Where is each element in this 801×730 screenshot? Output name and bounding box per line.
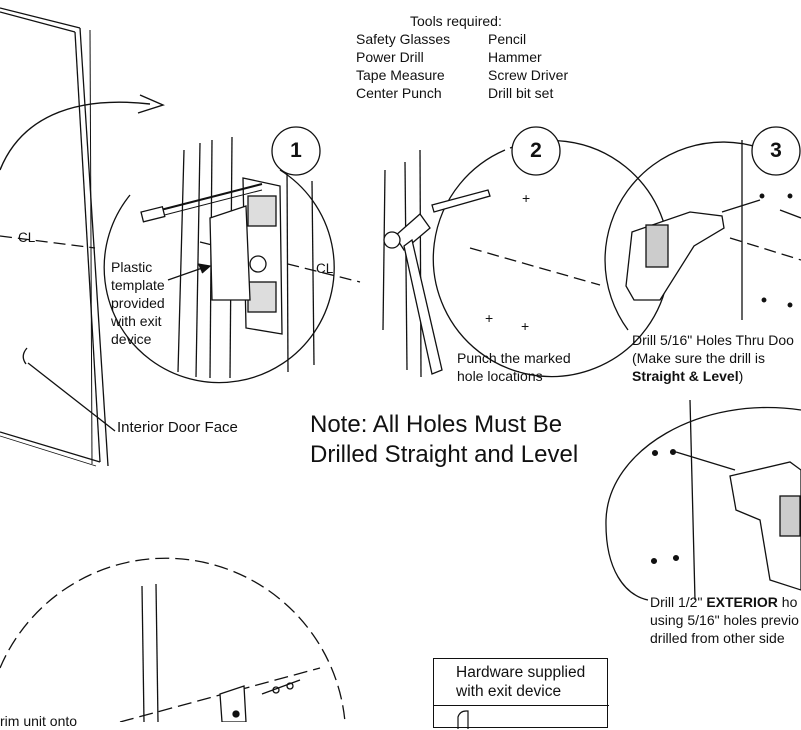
flow-arrow xyxy=(0,94,165,171)
step1-template-label: Plastic template provided with exit devi… xyxy=(111,259,165,347)
step3-detail xyxy=(604,140,801,331)
step4-drill-label: Drill 1/2" EXTERIOR ho using 5/16" holes… xyxy=(650,594,799,646)
step1-number: 1 xyxy=(290,139,302,162)
step2-number: 2 xyxy=(530,139,542,162)
hardware-box-label: Hardware supplied with exit device xyxy=(456,664,586,700)
tool-item: Pencil xyxy=(488,31,527,47)
step3-number: 3 xyxy=(770,139,782,162)
hardware-part-icon xyxy=(457,710,469,729)
step1-number-circle xyxy=(271,126,321,176)
step2-detail: + + + xyxy=(382,139,670,378)
step1-centerline-mark: CL xyxy=(316,261,334,276)
step2-number-circle xyxy=(511,126,561,176)
door-frame xyxy=(0,7,109,467)
step5-detail xyxy=(0,557,346,722)
hardware-box-divider xyxy=(434,705,609,706)
step1-detail xyxy=(103,136,361,384)
svg-text:+: + xyxy=(522,190,530,206)
svg-text:+: + xyxy=(485,310,493,326)
svg-text:+: + xyxy=(521,318,529,334)
hardware-box: Hardware supplied with exit device xyxy=(433,658,609,729)
tool-item: Drill bit set xyxy=(488,85,554,101)
step3-drill-label: Drill 5/16" Holes Thru Doo (Make sure th… xyxy=(632,332,794,384)
tool-item: Power Drill xyxy=(356,49,424,65)
door-handle-mark xyxy=(22,347,28,365)
tool-item: Hammer xyxy=(488,49,542,65)
tool-item: Safety Glasses xyxy=(356,31,451,47)
tools-list-col1: Safety Glasses Power Drill Tape Measure … xyxy=(356,30,450,102)
step4-detail xyxy=(605,399,801,601)
tools-list-col2: Pencil Hammer Screw Driver Drill bit set xyxy=(488,30,568,102)
tool-item: Screw Driver xyxy=(488,67,569,83)
note-heading: Note: All Holes Must Be Drilled Straight… xyxy=(310,411,579,468)
step3-number-circle xyxy=(751,126,801,176)
door-centerline-mark: CL xyxy=(18,230,36,245)
door-face-leader xyxy=(27,362,116,432)
tools-title: Tools required: xyxy=(410,13,502,29)
door-centerline xyxy=(0,235,96,249)
step2-punch-label: Punch the marked hole locations xyxy=(457,350,571,384)
tool-item: Center Punch xyxy=(356,85,442,101)
interior-door-face-label: Interior Door Face xyxy=(117,419,238,436)
bottom-left-instruction: rim unit onto xyxy=(0,713,78,729)
tool-item: Tape Measure xyxy=(356,67,445,83)
